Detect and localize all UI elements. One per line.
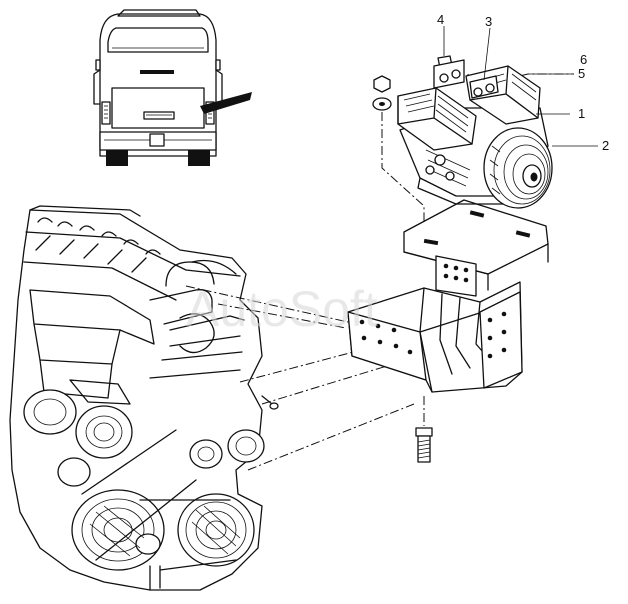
compressor-mounting-bracket [347,199,549,463]
callout-6: 6 [580,52,587,67]
callout-5: 5 [578,66,585,81]
callout-leaders [443,26,598,147]
bus-rear-view [93,9,252,166]
watermark-text: AutoSoft [186,281,378,337]
nut-and-washer [372,75,392,111]
engine-block [9,205,279,591]
mounting-bolt [415,427,433,463]
callout-4: 4 [437,12,444,27]
callout-2: 2 [602,138,609,153]
air-compressor [372,55,553,209]
callout-1: 1 [578,106,585,121]
callout-3: 3 [485,14,492,29]
callout-labels: 1 2 3 4 5 6 [437,12,609,153]
